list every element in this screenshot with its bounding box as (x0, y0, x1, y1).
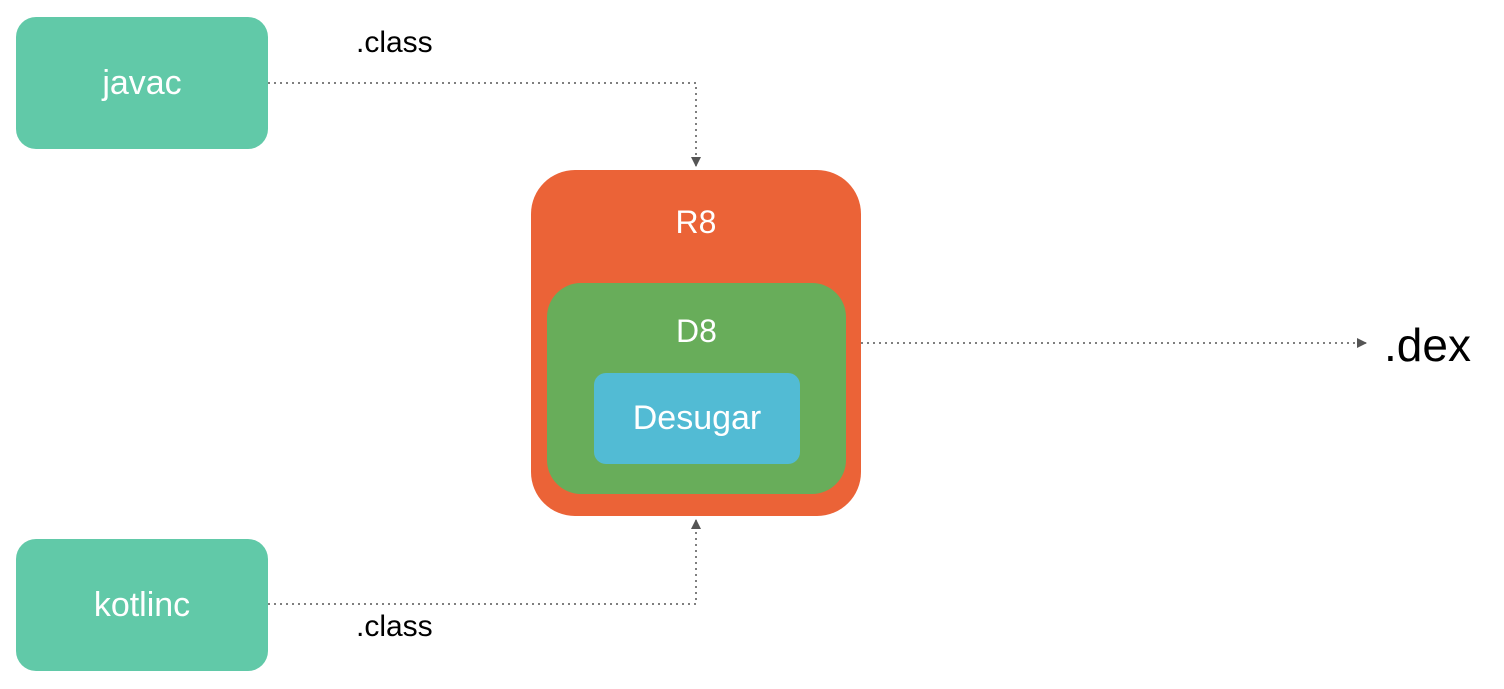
kotlinc-node: kotlinc (16, 539, 268, 671)
javac-label: javac (102, 63, 182, 102)
kotlinc-label: kotlinc (93, 585, 191, 624)
javac-edge-label: .class (356, 26, 433, 59)
r8-label: R8 (675, 204, 717, 240)
r8-node: R8 D8 Desugar (531, 170, 861, 516)
javac-node: javac (16, 17, 268, 149)
javac-to-r8-connector (268, 82, 701, 167)
dex-output-label: .dex (1384, 319, 1471, 371)
kotlinc-edge-label: .class (356, 610, 433, 643)
kotlinc-to-r8-connector (268, 519, 701, 605)
d8-label: D8 (676, 313, 717, 349)
d8-node: D8 Desugar (547, 283, 846, 494)
desugar-label: Desugar (632, 399, 762, 437)
desugar-node: Desugar (594, 373, 800, 464)
